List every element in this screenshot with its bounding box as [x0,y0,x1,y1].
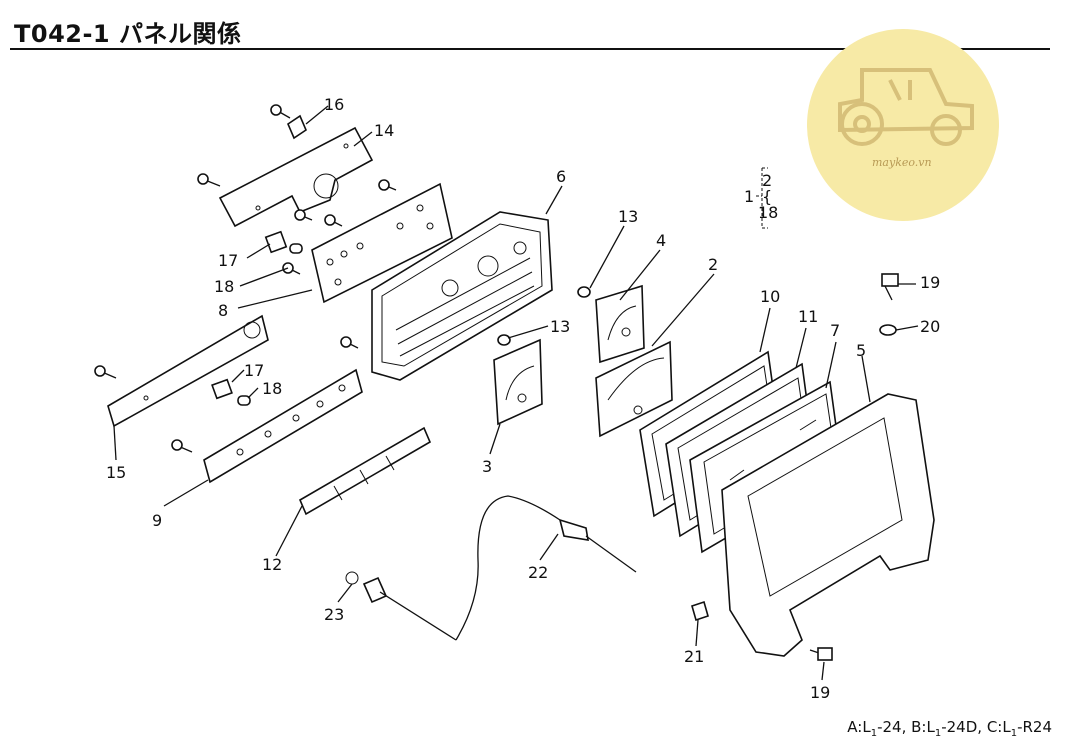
callout-4: 4 [656,231,666,250]
part-22-23-cable [345,495,637,641]
watermark-text: maykeo.vn [872,156,932,169]
callout-18-lower: 18 [262,379,282,398]
part-8-mounting-plate [311,182,453,304]
part-9-switch-plate [203,368,363,484]
bracket-note-left: 1 [744,187,754,206]
part-5-bezel [721,393,935,657]
part-15-strip-plate [107,314,269,428]
part-17-18-knobs-lower [211,378,251,406]
callout-8: 8 [218,301,228,320]
callout-23: 23 [324,605,344,624]
part-13-lower [497,334,511,346]
callout-10: 10 [760,287,780,306]
watermark-circle [807,29,999,221]
footnote-c-sub: 1 [1010,728,1018,739]
footnote-b-sub: 1 [934,728,942,739]
part-19-20-bolt-washer [817,273,899,661]
callout-20: 20 [920,317,940,336]
callout-5: 5 [856,341,866,360]
callout-19-lower: 19 [810,683,830,702]
callout-13-upper: 13 [618,207,638,226]
callout-21: 21 [684,647,704,666]
part-14-cover-plate [218,126,374,228]
callout-19-upper: 19 [920,273,940,292]
screws-top [94,104,893,657]
part-2-tachometer [595,340,673,438]
title-divider [10,48,1050,50]
footnote-a-sub: 1 [870,728,878,739]
callout-17-lower: 17 [244,361,264,380]
bracket-note-top: 2 [762,171,772,190]
page-header: T042-1 パネル関係 [0,0,1078,50]
model-footnote: A:L1-24, B:L1-24D, C:L1-R24 [847,718,1052,739]
part-4-gauge [595,284,645,364]
callout-13-lower: 13 [550,317,570,336]
footnote-c-suffix: -R24 [1017,718,1052,736]
footnote-b-prefix: B:L [911,718,935,736]
part-6-housing [371,211,553,381]
callout-18-upper: 18 [214,277,234,296]
footnote-b-suffix: -24D, [941,718,987,736]
callout-7: 7 [830,321,840,340]
part-16-clip [287,114,307,140]
callout-11: 11 [798,307,818,326]
callout-9: 9 [152,511,162,530]
part-12-indicator-strip [298,426,432,516]
callout-6: 6 [556,167,566,186]
footnote-a-suffix: -24, [877,718,912,736]
footnote-c-prefix: C:L [986,718,1011,736]
bracket-note-middle: { [762,187,772,206]
tractor-icon [838,68,974,146]
callout-17-upper: 17 [218,251,238,270]
callout-22: 22 [528,563,548,582]
callout-12: 12 [262,555,282,574]
callout-2: 2 [708,255,718,274]
part-13-upper [577,286,591,298]
part-3-gauge [493,338,543,426]
part-17-18-knobs-upper [264,230,303,254]
page-title: T042-1 パネル関係 [14,20,242,48]
bracket-note-bottom: 18 [758,203,778,222]
bracket-note: 1 2 { 18 [744,167,778,229]
callout-14: 14 [374,121,394,140]
callout-15: 15 [106,463,126,482]
callout-16: 16 [324,95,344,114]
leader-lines [113,105,919,681]
footnote-a-prefix: A:L [847,718,871,736]
callout-3: 3 [482,457,492,476]
part-21-clip [691,600,709,622]
watermark: maykeo.vn [807,29,999,221]
